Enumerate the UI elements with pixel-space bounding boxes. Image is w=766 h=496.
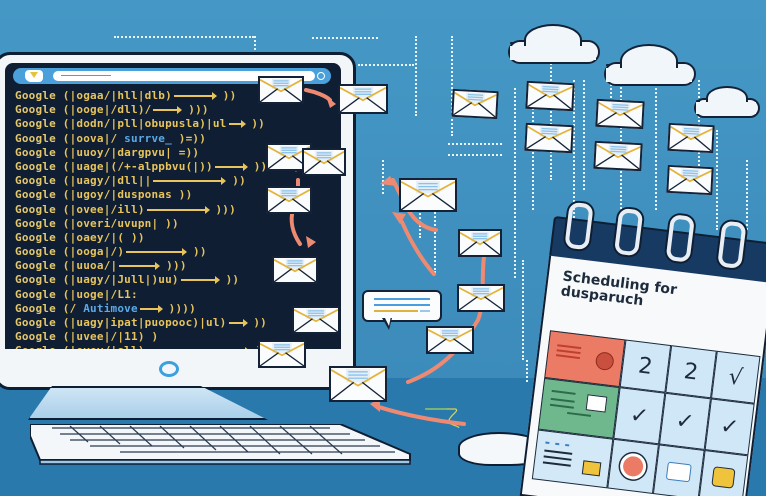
code-line: Google (|overi/uvupn| )) [15,216,179,230]
address-bar[interactable] [13,68,331,84]
url-input[interactable] [53,71,315,81]
code-line: Google (|oaey/|( )) [15,230,145,244]
code-line: Google (|ooga|/) )) [15,245,207,259]
code-line: Google (|uage|(/+-alppbvu(|)) )) [15,159,268,173]
check-cell[interactable]: ✓ [704,398,755,456]
note-icon [581,460,602,477]
lock-icon[interactable] [698,449,749,496]
code-line: Google (|ooge|/dll)/ ))) [15,103,209,117]
envelope-icon [666,164,714,196]
code-line: Google (|uuoy/|dargpvu| =)) [15,145,200,159]
eye-tag-icon[interactable] [652,444,705,496]
task-cell-blue[interactable] [531,429,614,489]
envelope-icon [593,140,643,172]
envelope-icon [292,306,340,334]
power-ring-icon[interactable] [159,361,179,377]
envelope-icon [272,256,318,284]
code-line: Google (|oova|/ surrve_ )=)) [15,131,207,145]
search-icon[interactable] [317,72,325,80]
code-line: Google (|uagy/|dll|| )) [15,174,246,188]
code-line: Google (|ovee|/ill) ))) [15,202,236,216]
code-line: Google (/ Autimove )))) [15,301,196,315]
calendar-grid: 2 2 √ ✓ ✓ ✓ [531,330,761,496]
day-cell[interactable]: 2 [619,339,672,393]
keyboard[interactable] [30,424,411,466]
envelope-icon [266,186,312,214]
code-line: Google (|ogaa/|hll|dlb) )) [15,89,237,102]
envelope-icon [524,122,574,154]
cloud-fill [510,46,596,60]
envelope-icon [329,366,387,402]
alert-light-icon[interactable] [607,438,659,494]
mail-icon [585,394,608,413]
envelope-icon [338,84,388,114]
code-line: Google (|uagy|ipat|puopooc)|ul) )) [15,316,267,329]
code-line: Google (|uagy/|Jull|)uu) )) [15,273,240,287]
message-bubble [362,290,442,322]
code-line: Google (|uoge|/L1: [15,287,138,301]
envelope-icon [451,88,499,120]
day-cell[interactable]: √ [710,350,761,404]
envelope-icon [302,148,346,176]
envelope-icon [595,98,645,130]
cloud-fill [696,102,756,114]
clock-icon [594,351,615,372]
check-cell[interactable]: ✓ [613,387,666,445]
scheduling-calendar: Scheduling for dusparuch 2 2 √ ✓ ✓ ✓ [517,200,766,496]
code-line: Google (|dodn/|pll|obupusla)|ul )) [15,117,265,131]
envelope-icon [258,76,304,104]
code-line: Google (|uvee|/|11) ) [15,330,159,344]
calendar-title: Scheduling for dusparuch [559,268,678,310]
mouse-cable [425,408,460,429]
envelope-icon [458,229,502,257]
envelope-icon [457,284,505,312]
code-line: Google (|uuoa/| ))) [15,259,187,273]
envelope-icon [426,326,474,354]
envelope-icon [399,178,457,212]
day-cell[interactable]: 2 [665,345,717,399]
code-editor: Google (|ogaa/|hll|dlb) ))Google (|ooge|… [15,89,335,349]
task-cell-green[interactable] [537,377,620,439]
monitor-stand [28,386,268,420]
envelope-icon [525,80,575,112]
folder-icon [25,70,43,82]
envelope-icon [667,122,715,154]
envelope-icon [258,340,306,368]
code-line: Google (|ugoy/|dusponas )) [15,188,193,202]
check-cell[interactable]: ✓ [658,392,711,450]
calendar-page: Scheduling for dusparuch 2 2 √ ✓ ✓ ✓ [519,255,766,496]
cloud-fill [606,68,692,82]
monitor-screen: Google (|ogaa/|hll|dlb) ))Google (|ooge|… [5,63,341,349]
